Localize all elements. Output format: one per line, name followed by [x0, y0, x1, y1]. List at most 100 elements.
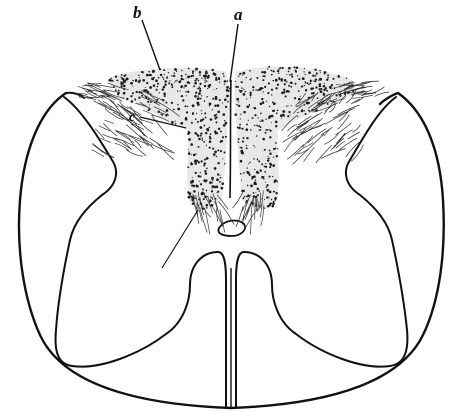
stipple-dot	[201, 110, 202, 111]
stipple-dot	[327, 104, 328, 105]
stipple-dot	[149, 86, 152, 89]
stipple-dot	[279, 79, 281, 81]
stipple-dot	[196, 113, 197, 114]
stipple-dot	[212, 148, 214, 150]
stipple-dot	[123, 75, 125, 77]
stipple-dot	[201, 160, 203, 162]
stipple-dot	[190, 143, 193, 146]
stipple-dot	[209, 105, 210, 106]
fiber-stroke	[131, 124, 144, 136]
stipple-dot	[169, 82, 170, 83]
fiber-stroke	[338, 105, 360, 115]
stipple-dot	[214, 105, 216, 107]
stipple-dot	[211, 69, 213, 71]
stipple-dot	[290, 82, 293, 85]
stipple-dot	[243, 93, 246, 96]
stipple-dot	[271, 122, 272, 123]
stipple-dot	[268, 129, 269, 130]
stipple-dot	[306, 102, 309, 105]
stipple-dot	[320, 88, 322, 90]
stipple-dot	[250, 97, 251, 98]
stipple-dot	[206, 157, 209, 160]
stipple-dot	[121, 74, 123, 76]
stipple-dot	[305, 89, 307, 91]
stipple-dot	[245, 91, 247, 93]
stipple-dot	[272, 70, 274, 72]
stipple-dot	[290, 114, 291, 115]
fiber-stroke	[102, 134, 121, 140]
stipple-dot	[204, 159, 206, 161]
stipple-dot	[120, 83, 122, 85]
stipple-dot	[110, 78, 111, 79]
stipple-dot	[286, 106, 287, 107]
stipple-dot	[185, 117, 187, 119]
stipple-dot	[123, 85, 126, 88]
stipple-dot	[270, 130, 272, 132]
stipple-dot	[222, 113, 225, 116]
stipple-dot	[223, 75, 225, 77]
stipple-dot	[202, 188, 203, 189]
stipple-dot	[174, 82, 175, 83]
fiber-stroke	[353, 125, 361, 133]
fiber-stroke	[104, 120, 113, 123]
stipple-dot	[302, 109, 303, 110]
stipple-dot	[190, 193, 191, 194]
label-a: a	[234, 5, 243, 24]
stipple-dot	[120, 77, 121, 78]
stipple-dot	[298, 78, 300, 80]
stipple-dot	[243, 89, 244, 90]
stipple-dot	[212, 185, 215, 188]
stipple-dot	[273, 156, 274, 157]
stipple-dot	[242, 75, 243, 76]
stipple-dot	[131, 100, 134, 103]
stipple-dot	[271, 89, 273, 91]
stipple-dot	[262, 102, 264, 104]
stipple-dot	[194, 162, 197, 165]
stipple-dot	[198, 92, 201, 95]
stipple-dot	[312, 74, 314, 76]
stipple-dot	[243, 137, 245, 139]
stipple-dot	[246, 77, 247, 78]
stipple-dot	[177, 108, 180, 111]
stipple-dot	[261, 71, 263, 73]
stipple-dot	[294, 66, 296, 68]
stipple-dot	[217, 162, 219, 164]
stipple-dot	[215, 78, 216, 79]
stipple-dot	[267, 92, 269, 94]
stipple-dot	[257, 89, 259, 91]
stipple-dot	[238, 141, 239, 142]
stipple-dot	[195, 153, 196, 154]
stipple-dot	[294, 97, 296, 99]
stipple-dot	[176, 71, 177, 72]
stipple-dot	[225, 122, 228, 125]
stipple-dot	[216, 185, 219, 188]
stipple-dot	[269, 176, 271, 178]
stipple-dot	[134, 98, 136, 100]
stipple-dot	[270, 164, 272, 166]
stipple-dot	[196, 78, 198, 80]
stipple-dot	[271, 94, 272, 95]
label-b: b	[133, 3, 142, 22]
stipple-dot	[278, 73, 279, 74]
stipple-dot	[206, 128, 209, 131]
stipple-dot	[162, 88, 164, 90]
stipple-dot	[145, 87, 146, 88]
stipple-dot	[188, 152, 191, 155]
stipple-dot	[281, 67, 283, 69]
stipple-dot	[210, 196, 211, 197]
stipple-dot	[260, 102, 263, 105]
stipple-dot	[229, 88, 231, 90]
stipple-dot	[345, 94, 346, 95]
stipple-dot	[212, 98, 214, 100]
stipple-dot	[212, 188, 213, 189]
stipple-dot	[249, 105, 250, 106]
stipple-dot	[198, 175, 200, 177]
stipple-dot	[326, 79, 328, 81]
stipple-dot	[126, 98, 128, 100]
stipple-dot	[271, 74, 273, 76]
stipple-dot	[248, 120, 249, 121]
stipple-dot	[193, 154, 196, 157]
stipple-dot	[194, 159, 197, 162]
stipple-dot	[269, 204, 271, 206]
stipple-dot	[324, 71, 327, 74]
